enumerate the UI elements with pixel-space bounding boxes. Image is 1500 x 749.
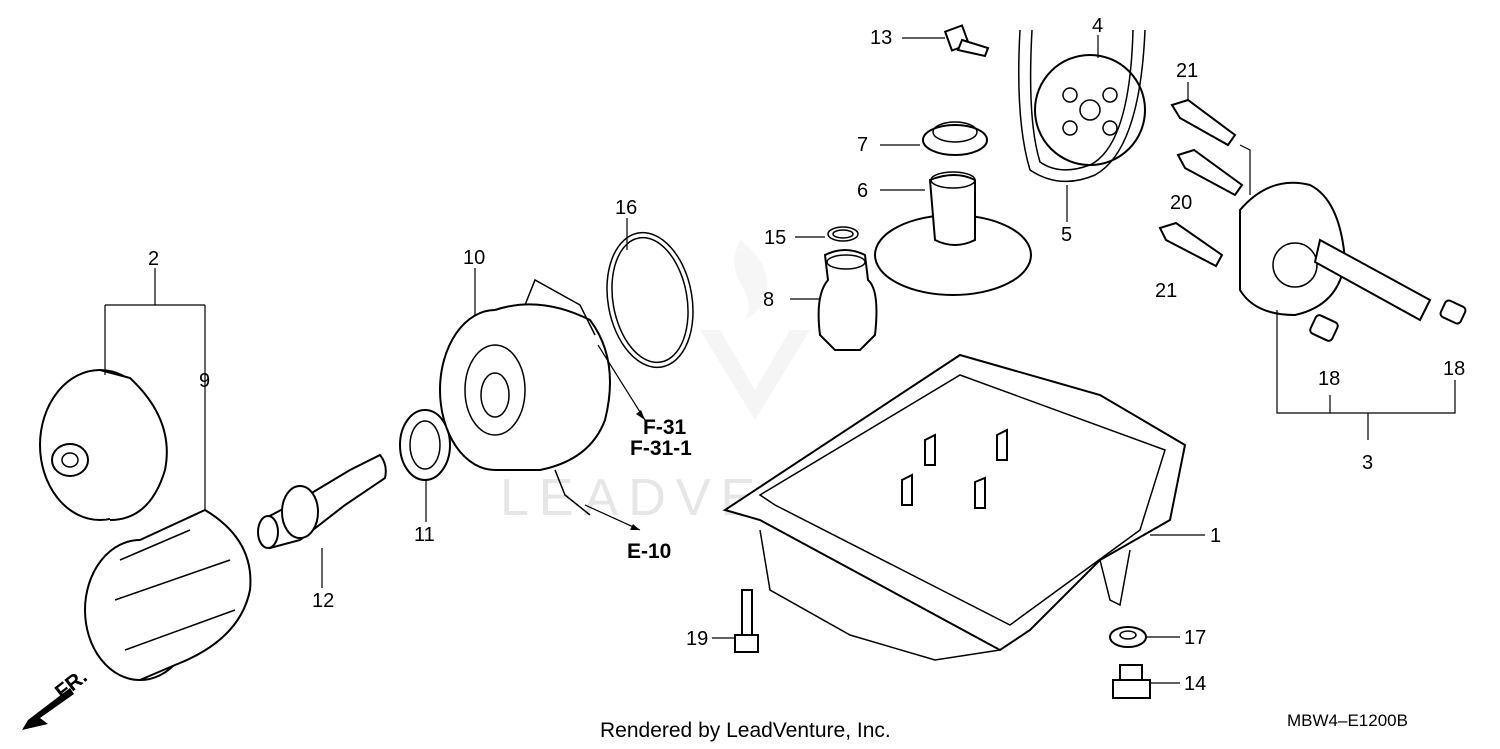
dowel-pins [1309,299,1467,342]
callout-10: 10 [463,247,485,269]
callout-12: 12 [312,590,334,612]
callout-20: 20 [1170,192,1192,214]
drive-chain [1018,29,1146,183]
diagram-code: MBW4–E1200B [1287,711,1408,730]
callout-14: 14 [1184,673,1206,695]
pump-bolts [1158,98,1244,268]
callout-17: 17 [1184,627,1206,649]
oil-strainer [817,249,878,351]
callout-9: 9 [199,370,210,392]
callout-7: 7 [857,134,868,156]
front-direction-arrow [22,688,74,730]
oil-seal [922,121,988,156]
strainer-plate [874,171,1032,296]
bolt-19 [734,589,759,653]
ref-f31: F-31 [643,416,687,439]
small-o-ring [827,226,859,242]
drain-washer [1109,626,1147,648]
sprocket [1034,54,1146,166]
oil-filter-small [39,369,168,521]
ref-f31-1: F-31-1 [630,437,692,460]
bolt-13 [943,24,990,58]
ref-e10: E-10 [627,540,671,563]
callout-8: 8 [763,289,774,311]
callout-15: 15 [764,227,786,249]
o-ring [606,231,694,369]
fitting-bolt [257,453,387,550]
callout-4: 4 [1092,15,1103,37]
oil-cooler [439,278,611,516]
callout-21-top: 21 [1176,60,1198,82]
callout-18-left: 18 [1318,368,1340,390]
callout-13: 13 [870,27,892,49]
callout-16: 16 [615,197,637,219]
sealing-washer [399,409,451,481]
callout-18-right: 18 [1443,358,1465,380]
callout-11: 11 [414,524,435,546]
oil-pan [722,353,1187,661]
callout-1: 1 [1210,525,1221,547]
drain-bolt [1112,664,1151,699]
callout-21-bottom: 21 [1155,280,1177,302]
oil-filter-large [84,508,252,681]
footer-credit: Rendered by LeadVenture, Inc. [600,719,891,742]
callout-19: 19 [686,628,708,650]
watermark-logo [700,240,810,420]
callout-3: 3 [1362,452,1373,474]
callout-2: 2 [148,248,159,270]
oil-pump [1239,181,1432,322]
callout-6: 6 [857,180,868,202]
callout-5: 5 [1061,224,1072,246]
